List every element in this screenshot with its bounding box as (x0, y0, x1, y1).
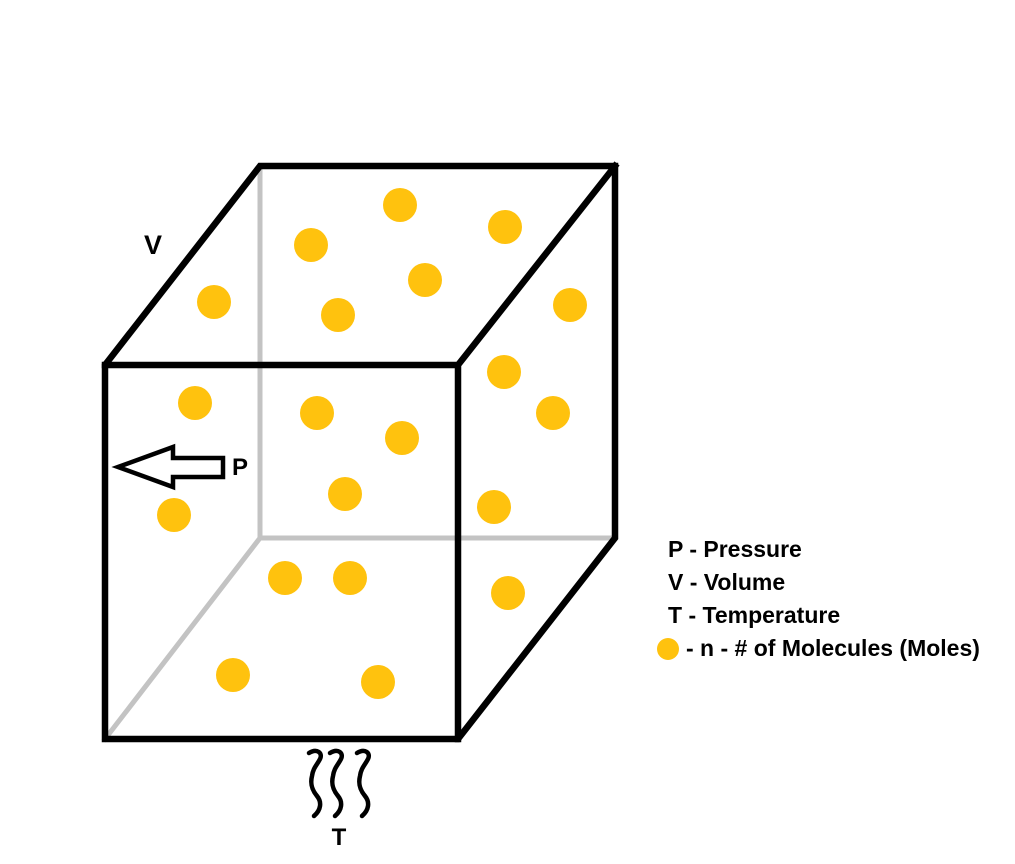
cube-outer-edges (101, 162, 619, 743)
molecule-dot (491, 576, 525, 610)
legend-item-label: T - Temperature (668, 602, 841, 628)
molecule-dot (333, 561, 367, 595)
molecule-dot (294, 228, 328, 262)
legend-item-pressure: P - Pressure (657, 533, 980, 566)
molecule-dot (197, 285, 231, 319)
molecule-dot (487, 355, 521, 389)
cube-inner-edges (101, 161, 620, 743)
molecule-dot (328, 477, 362, 511)
pressure-arrow-icon (111, 443, 226, 491)
molecule-dot-icon (657, 637, 679, 660)
molecule-dot (553, 288, 587, 322)
molecule-dot (300, 396, 334, 430)
hidden-edge-lines (101, 163, 618, 743)
molecule-dot (488, 210, 522, 244)
molecule-dot (477, 490, 511, 524)
legend-item-volume: V - Volume (657, 566, 980, 599)
molecule-dot (216, 658, 250, 692)
molecule-dot (321, 298, 355, 332)
legend-item-molecules: - n - # of Molecules (Moles) (657, 632, 980, 665)
temperature-label: T (332, 824, 347, 851)
heat-squiggles-icon (306, 748, 371, 819)
heat-squiggle-icon (306, 748, 323, 819)
pressure-label: P (232, 454, 248, 481)
molecule-dot (408, 263, 442, 297)
molecule-dot (383, 188, 417, 222)
molecule-dot (361, 665, 395, 699)
heat-squiggle-icon (327, 748, 344, 819)
legend-item-temperature: T - Temperature (657, 599, 980, 632)
legend-item-label: - n - # of Molecules (Moles) (686, 635, 980, 661)
molecule-dot (157, 498, 191, 532)
legend-item-label: P - Pressure (668, 536, 802, 562)
molecule-dot (385, 421, 419, 455)
molecule-dot (268, 561, 302, 595)
molecule-dot (178, 386, 212, 420)
cube-hidden-edges (101, 163, 618, 743)
heat-squiggle-icon (354, 748, 371, 819)
legend-item-label: V - Volume (668, 569, 786, 595)
cube-edges (101, 161, 620, 743)
legend: P - Pressure V - Volume T - Temperature … (657, 533, 980, 665)
molecule-dot (536, 396, 570, 430)
molecules-layer (157, 188, 587, 699)
volume-label: V (144, 230, 162, 260)
